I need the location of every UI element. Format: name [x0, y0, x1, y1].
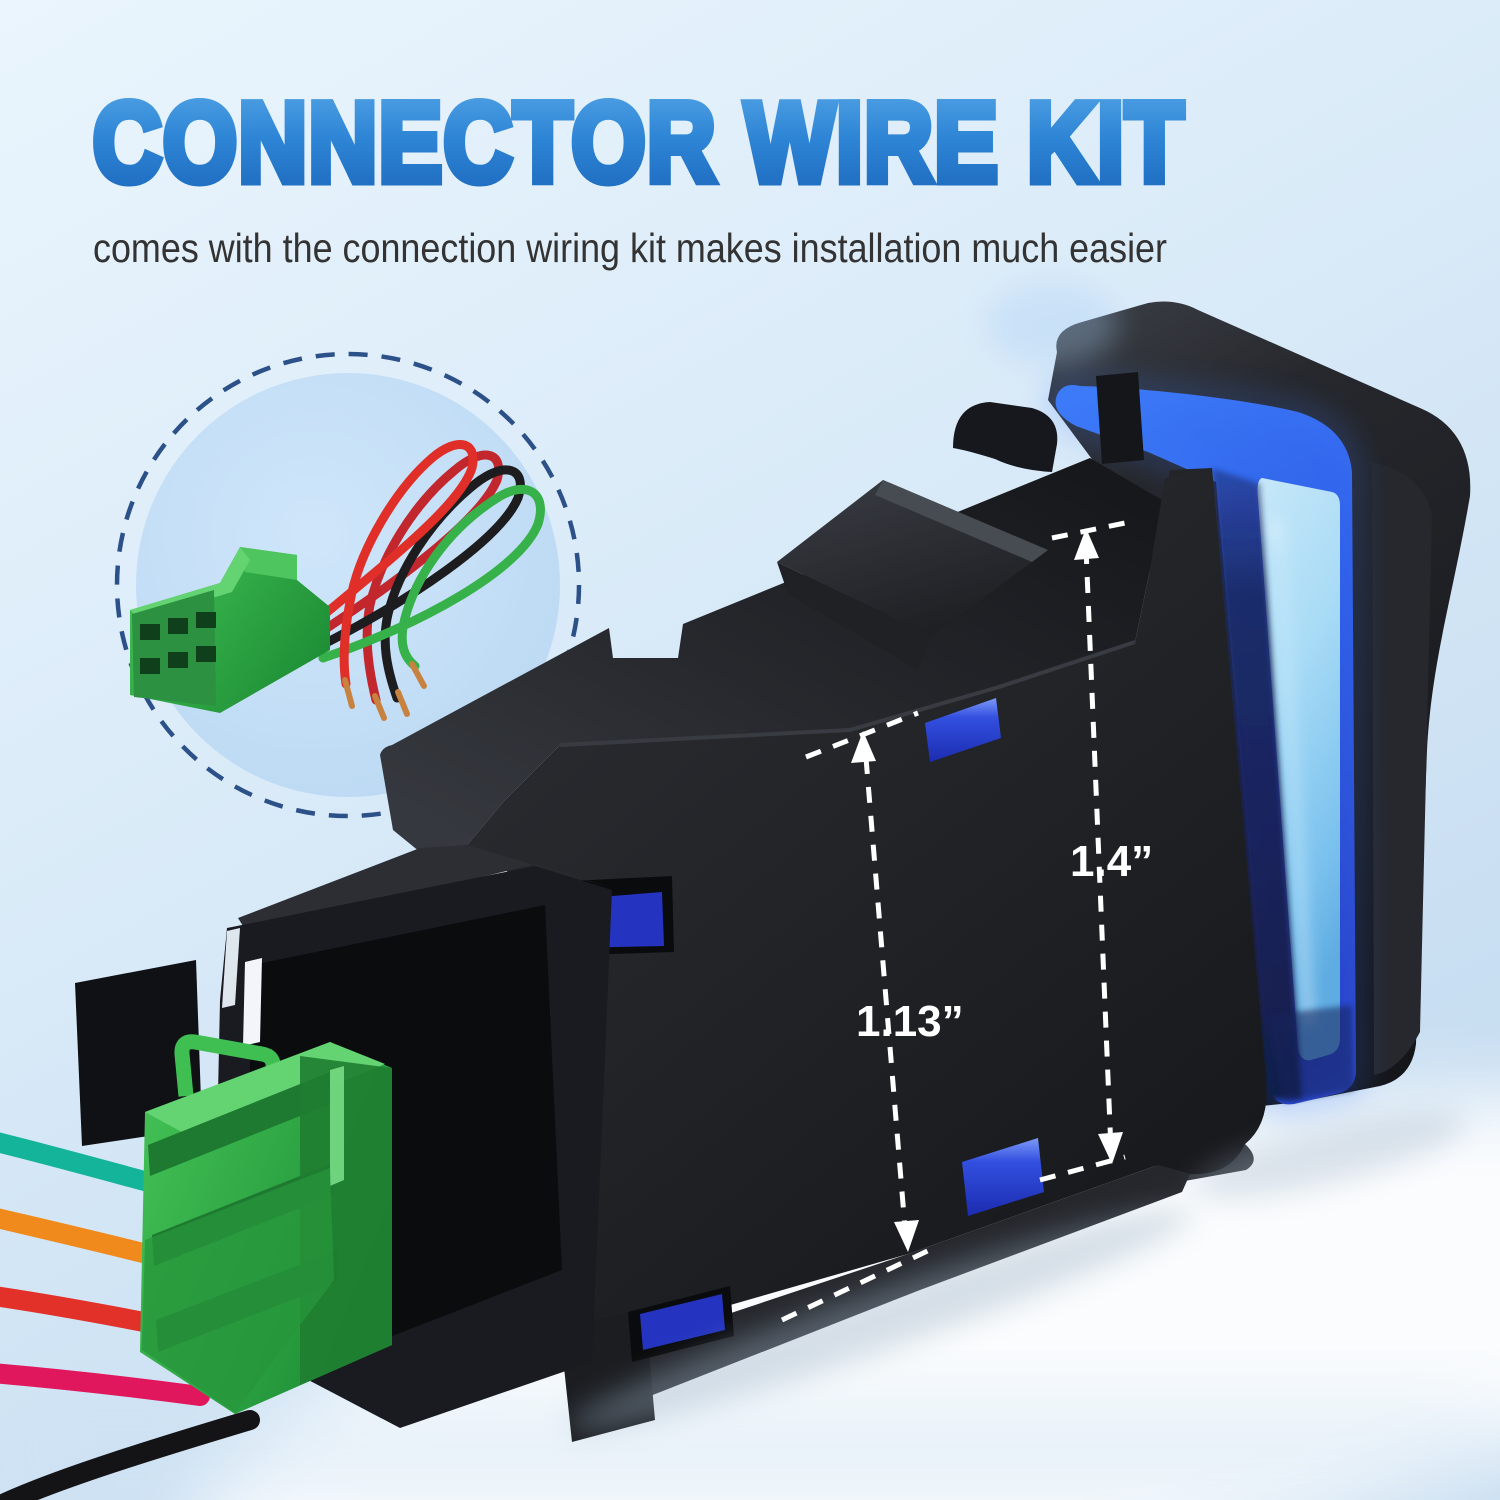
svg-text:comes with the connection wiri: comes with the connection wiring kit mak… — [93, 225, 1167, 271]
svg-text:1.4”: 1.4” — [1070, 837, 1153, 886]
svg-text:1.13”: 1.13” — [856, 997, 964, 1046]
svg-text:CONNECTOR WIRE KIT: CONNECTOR WIRE KIT — [93, 80, 1185, 205]
